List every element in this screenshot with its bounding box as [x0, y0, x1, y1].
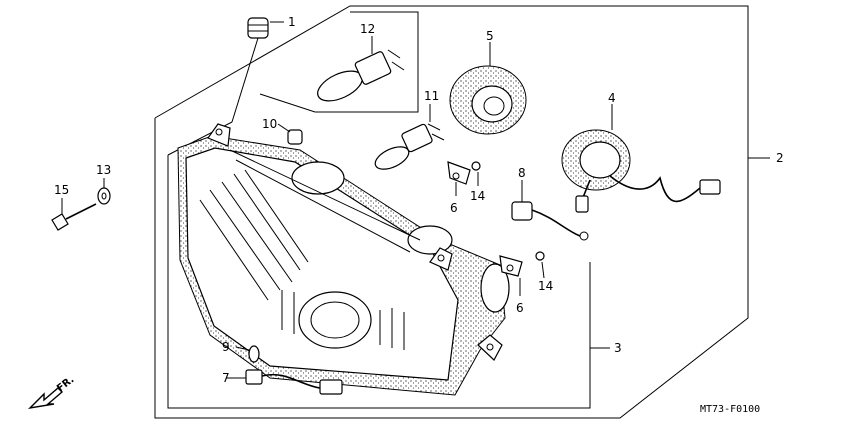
projector-lens: [298, 291, 372, 349]
callout-15: 15: [54, 183, 69, 197]
bulb-11: [374, 104, 445, 170]
socket-7: [234, 369, 343, 395]
callout-10: 10: [262, 117, 277, 131]
headlight-housing: [177, 123, 510, 396]
screw-14-lower: [535, 251, 545, 279]
callout-12: 12: [360, 22, 375, 36]
callout-13: 13: [96, 163, 111, 177]
callout-2: 2: [776, 151, 784, 165]
grommet-1: [231, 17, 269, 123]
socket-8: [511, 180, 589, 241]
clip-6-lower: [499, 255, 523, 296]
washer-13: [97, 178, 111, 205]
callout-6-upper: 6: [450, 201, 458, 215]
callout-14-upper: 14: [470, 189, 485, 203]
leader-lines: [226, 21, 770, 379]
bulb-9: [235, 345, 260, 363]
bulb-12-enclosure: [259, 11, 419, 113]
callout-6-lower: 6: [516, 301, 524, 315]
callout-9: 9: [222, 340, 230, 354]
callout-5: 5: [486, 29, 494, 43]
diagram-code: MT73-F0100: [700, 404, 760, 415]
front-direction-label: FR.: [55, 374, 76, 394]
dust-cover-5: [449, 42, 527, 135]
bolt-15: [51, 198, 97, 231]
assembly-outline-2: [154, 5, 749, 419]
callout-8: 8: [518, 166, 526, 180]
callout-1: 1: [288, 15, 296, 29]
callout-7: 7: [222, 371, 230, 385]
callout-14-lower: 14: [538, 279, 553, 293]
callout-11: 11: [424, 89, 439, 103]
cap-10: [277, 123, 303, 145]
callout-3: 3: [614, 341, 622, 355]
callout-4: 4: [608, 91, 616, 105]
front-arrow-icon: [27, 387, 64, 410]
clip-6-upper: [447, 161, 471, 196]
front-direction-indicator: FR.: [27, 374, 76, 410]
bulb-12: [317, 36, 405, 102]
dust-cover-4: [561, 104, 721, 213]
screw-14-upper: [471, 161, 481, 186]
